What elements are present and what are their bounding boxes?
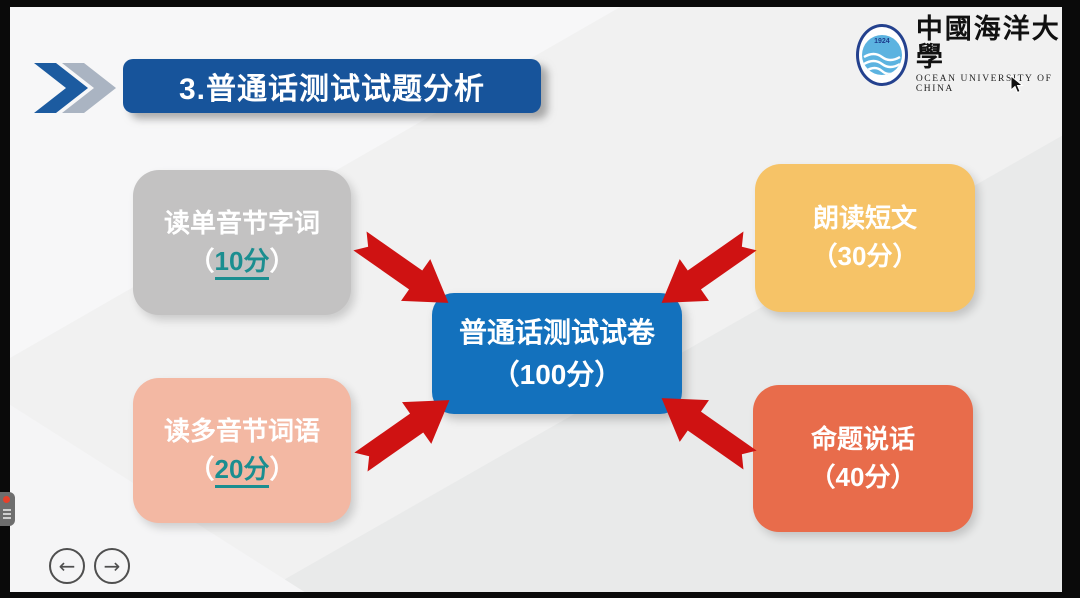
arrow-icon-bottomright-to-center <box>644 374 766 482</box>
arrow-icon-topright-to-center <box>644 218 766 326</box>
arrow-icon-bottomleft-to-center <box>345 376 467 484</box>
emblem-year: 1924 <box>874 37 890 45</box>
previous-slide-button[interactable]: ← <box>49 548 85 584</box>
next-slide-button[interactable]: → <box>94 548 130 584</box>
node-read-passage: 朗读短文 （30分） <box>755 164 975 312</box>
node-test-paper-center: 普通话测试试卷 （100分） <box>432 293 682 414</box>
slide-navigation: ← → <box>49 548 130 584</box>
node-label: 命题说话 <box>810 423 915 454</box>
mouse-cursor-icon <box>1010 74 1024 99</box>
university-emblem-icon: 1924 <box>856 23 908 86</box>
node-score: 10分 <box>214 245 270 280</box>
university-logo: 1924 中國海洋大學 OCEAN UNIVERSITY OF CHINA <box>856 15 1062 95</box>
node-score: 20分 <box>214 453 270 488</box>
university-name-en: OCEAN UNIVERSITY OF CHINA <box>915 73 1053 94</box>
node-read-polysyllabic: 读多音节词语 （20分） <box>133 378 351 523</box>
center-node-label: 普通话测试试卷 <box>458 316 655 348</box>
slide: 3.普通话测试试题分析 1924 中國海洋大學 OCEAN UNIVERSITY… <box>10 7 1062 592</box>
center-node-score: （100分） <box>491 358 623 390</box>
node-score: 30分 <box>837 241 893 271</box>
node-label: 读单音节字词 <box>163 207 320 238</box>
node-label: 朗读短文 <box>812 203 917 234</box>
back-arrow-icon: ← <box>58 554 76 578</box>
slide-title: 3.普通话测试试题分析 <box>178 73 486 106</box>
slide-title-banner: 3.普通话测试试题分析 <box>123 59 541 113</box>
node-label: 读多音节词语 <box>163 415 320 446</box>
annotation-toolbar-handle[interactable] <box>0 492 15 526</box>
node-read-monosyllabic: 读单音节字词 （10分） <box>133 170 351 315</box>
double-chevron-icon <box>34 63 116 118</box>
node-score: 40分 <box>835 461 891 492</box>
node-topic-speech: 命题说话 （40分） <box>753 385 973 532</box>
forward-arrow-icon: → <box>103 554 121 578</box>
record-dot-icon <box>3 496 10 503</box>
arrow-icon-topleft-to-center <box>344 218 466 326</box>
university-name-zh: 中國海洋大學 <box>915 14 1061 73</box>
